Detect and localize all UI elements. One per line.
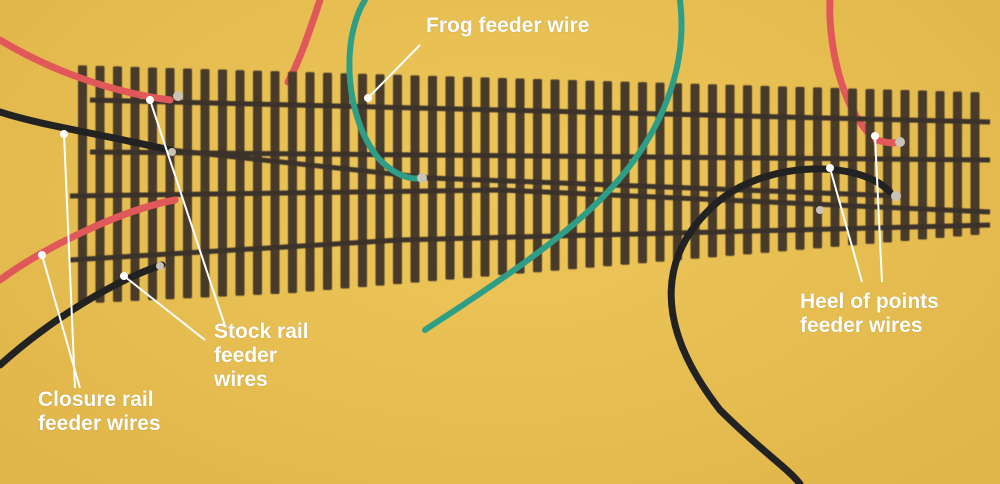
track-tie xyxy=(935,91,945,238)
track-tie xyxy=(130,66,140,301)
track-rail xyxy=(69,222,991,263)
track-tie xyxy=(638,82,647,264)
track-tie xyxy=(603,81,612,267)
track-tie xyxy=(725,84,735,256)
track-tie xyxy=(708,84,717,258)
track-rail xyxy=(169,147,901,199)
track-tie xyxy=(743,85,752,255)
track-tie xyxy=(270,71,280,294)
track-tie xyxy=(515,78,525,274)
stock-label-line-2: feeder xyxy=(214,344,278,367)
track-tie xyxy=(760,85,770,253)
wires-front xyxy=(0,0,904,484)
track-tie xyxy=(585,80,595,268)
track-tie xyxy=(568,80,577,270)
heel-label-line-1: Heel of points xyxy=(800,290,939,313)
track-tie xyxy=(200,69,210,298)
track-tie xyxy=(375,74,385,286)
track-tie xyxy=(113,66,122,302)
track-tie xyxy=(550,79,560,271)
track-tie xyxy=(148,67,157,301)
track-tie xyxy=(953,91,962,237)
track-tie xyxy=(323,72,332,291)
closure-rail-feeder-label: Closure rail feeder wires xyxy=(38,388,161,436)
frog-label-line: Frog feeder wire xyxy=(426,14,590,37)
stock-label-line-3: wires xyxy=(214,368,268,391)
track-tie xyxy=(970,92,980,236)
track-tie xyxy=(78,65,87,304)
track-tie xyxy=(218,69,227,297)
track-tie xyxy=(393,74,402,285)
track-tie xyxy=(918,90,927,240)
track-tie xyxy=(95,65,105,303)
track-tie xyxy=(848,88,857,246)
track-tie xyxy=(235,70,245,296)
turnout-track xyxy=(69,65,991,304)
solder-joints xyxy=(156,91,905,270)
track-tie xyxy=(533,78,542,273)
track-tie xyxy=(498,77,507,276)
heel-label-line-2: feeder wires xyxy=(800,314,923,337)
stock-label-line-1: Stock rail xyxy=(214,320,309,343)
track-tie xyxy=(340,73,350,289)
frog-feeder-label: Frog feeder wire xyxy=(426,14,589,38)
track-tie xyxy=(865,88,875,244)
track-tie xyxy=(288,71,297,294)
closure-label-line-2: feeder wires xyxy=(38,412,161,435)
track-rail xyxy=(89,149,991,163)
track-tie xyxy=(883,89,892,243)
track-tie xyxy=(183,68,192,299)
track-tie xyxy=(690,83,700,259)
track-tie xyxy=(305,72,315,292)
track-tie xyxy=(480,77,490,277)
track-tie xyxy=(900,90,910,241)
stock-rail-feeder-label: Stock rail feeder wires xyxy=(214,320,309,392)
track-rail xyxy=(89,97,991,125)
heel-of-points-feeder-label: Heel of points feeder wires xyxy=(800,290,939,338)
closure-label-line-1: Closure rail xyxy=(38,388,154,411)
callout-leaders xyxy=(38,44,883,389)
track-tie xyxy=(673,83,682,261)
track-tie xyxy=(253,70,262,295)
track-tie xyxy=(165,67,175,300)
track-rail xyxy=(69,187,991,215)
